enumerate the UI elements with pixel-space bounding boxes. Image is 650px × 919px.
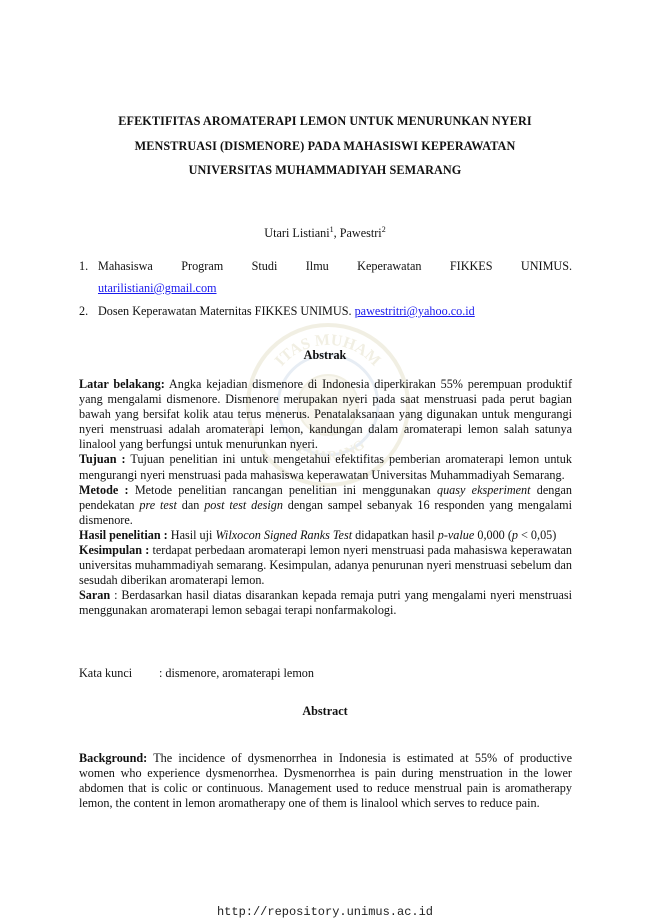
- affiliation-1-email-link[interactable]: utarilistiani@gmail.com: [98, 281, 217, 295]
- repository-url-footer: http://repository.unimus.ac.id: [216, 905, 434, 919]
- metode-text: dengan pendekatan: [79, 482, 572, 512]
- background-paragraph: Background: The incidence of dysmenorrhe…: [79, 751, 572, 811]
- metode-paragraph: Metode : Metode penelitian rancangan pen…: [79, 483, 572, 528]
- aff1-word: Program: [181, 259, 224, 273]
- author-line: Utari Listiani1, Pawestri2: [0, 225, 650, 241]
- metode-text: Metode penelitian rancangan penelitian i…: [128, 482, 437, 497]
- title-line-3: UNIVERSITAS MUHAMMADIYAH SEMARANG: [188, 163, 462, 177]
- tujuan-text: Tujuan penelitian ini untuk mengetahui e…: [79, 452, 572, 482]
- latar-belakang-paragraph: Latar belakang: Angka kejadian dismenore…: [79, 377, 572, 452]
- abstrak-heading: Abstrak: [303, 348, 347, 362]
- hasil-text: < 0,05): [517, 527, 557, 542]
- background-text: The incidence of dysmenorrhea in Indones…: [79, 751, 572, 811]
- affiliation-1: 1. Mahasiswa Program Studi Ilmu Keperawa…: [79, 255, 572, 299]
- hasil-text: didapatkan hasil: [352, 527, 438, 542]
- background-label: Background:: [79, 751, 148, 765]
- aff1-word: Ilmu: [305, 259, 329, 273]
- hasil-italic: Wilxocon Signed Ranks Test: [215, 527, 353, 542]
- affiliation-2: 2. Dosen Keperawatan Maternitas FIKKES U…: [79, 300, 572, 322]
- title-line-1: EFEKTIFITAS AROMATERAPI LEMON UNTUK MENU…: [118, 114, 532, 128]
- saran-text: : Berdasarkan hasil diatas disarankan ke…: [79, 588, 572, 618]
- metode-text: dan: [176, 497, 205, 512]
- author-separator: ,: [333, 226, 340, 241]
- abstract-body: Background: The incidence of dysmenorrhe…: [79, 751, 572, 811]
- abstract-heading: Abstract: [302, 704, 348, 718]
- metode-italic: quasy eksperiment: [436, 482, 531, 497]
- tujuan-paragraph: Tujuan : Tujuan penelitian ini untuk men…: [79, 452, 572, 482]
- kesimpulan-label: Kesimpulan :: [79, 543, 150, 558]
- metode-text: dengan sampel sebanyak 16 responden yang…: [79, 497, 572, 527]
- hasil-italic: p: [511, 527, 518, 542]
- tujuan-label: Tujuan :: [79, 452, 126, 467]
- kesimpulan-paragraph: Kesimpulan : terdapat perbedaan aromater…: [79, 543, 572, 588]
- latar-belakang-text: Angka kejadian dismenore di Indonesia di…: [79, 377, 572, 452]
- paper-title: EFEKTIFITAS AROMATERAPI LEMON UNTUK MENU…: [60, 109, 590, 183]
- author-2: Pawestri: [339, 226, 382, 241]
- affiliation-2-label: Dosen Keperawatan Maternitas FIKKES UNIM…: [98, 304, 355, 318]
- affiliation-1-number: 1.: [79, 259, 89, 273]
- saran-paragraph: Saran : Berdasarkan hasil diatas disaran…: [79, 588, 572, 618]
- affiliation-1-text: Mahasiswa Program Studi Ilmu Keperawatan…: [98, 255, 572, 277]
- latar-belakang-label: Latar belakang:: [79, 377, 165, 391]
- aff1-word: Studi: [251, 259, 278, 273]
- kata-kunci-value: : dismenore, aromaterapi lemon: [159, 666, 314, 680]
- hasil-text: Hasil uji: [167, 527, 216, 542]
- affiliation-2-text: Dosen Keperawatan Maternitas FIKKES UNIM…: [98, 300, 572, 322]
- saran-label: Saran: [79, 588, 111, 603]
- metode-italic: pre test: [139, 497, 177, 512]
- author-1: Utari Listiani: [264, 226, 330, 241]
- aff1-word: UNIMUS.: [520, 259, 573, 273]
- abstrak-body: Latar belakang: Angka kejadian dismenore…: [79, 377, 572, 619]
- kesimpulan-text: terdapat perbedaan aromaterapi lemon nye…: [79, 543, 573, 588]
- hasil-text: 0,000 (: [474, 527, 512, 542]
- aff1-word: Mahasiswa: [98, 259, 153, 273]
- hasil-label: Hasil penelitian :: [79, 527, 168, 542]
- affiliation-2-number: 2.: [79, 304, 89, 318]
- hasil-paragraph: Hasil penelitian : Hasil uji Wilxocon Si…: [79, 528, 572, 543]
- metode-italic: post test design: [204, 497, 283, 512]
- author-1-superscript: 1: [329, 225, 334, 234]
- author-2-superscript: 2: [381, 225, 386, 234]
- aff1-word: FIKKES: [449, 259, 493, 273]
- affiliation-2-email-link[interactable]: pawestritri@yahoo.co.id: [354, 304, 475, 318]
- title-line-2: MENSTRUASI (DISMENORE) PADA MAHASISWI KE…: [134, 138, 516, 153]
- kata-kunci-label: Kata kunci: [79, 666, 133, 680]
- metode-label: Metode :: [79, 482, 129, 497]
- aff1-word: Keperawatan: [357, 259, 422, 273]
- hasil-italic: p-value: [437, 527, 475, 542]
